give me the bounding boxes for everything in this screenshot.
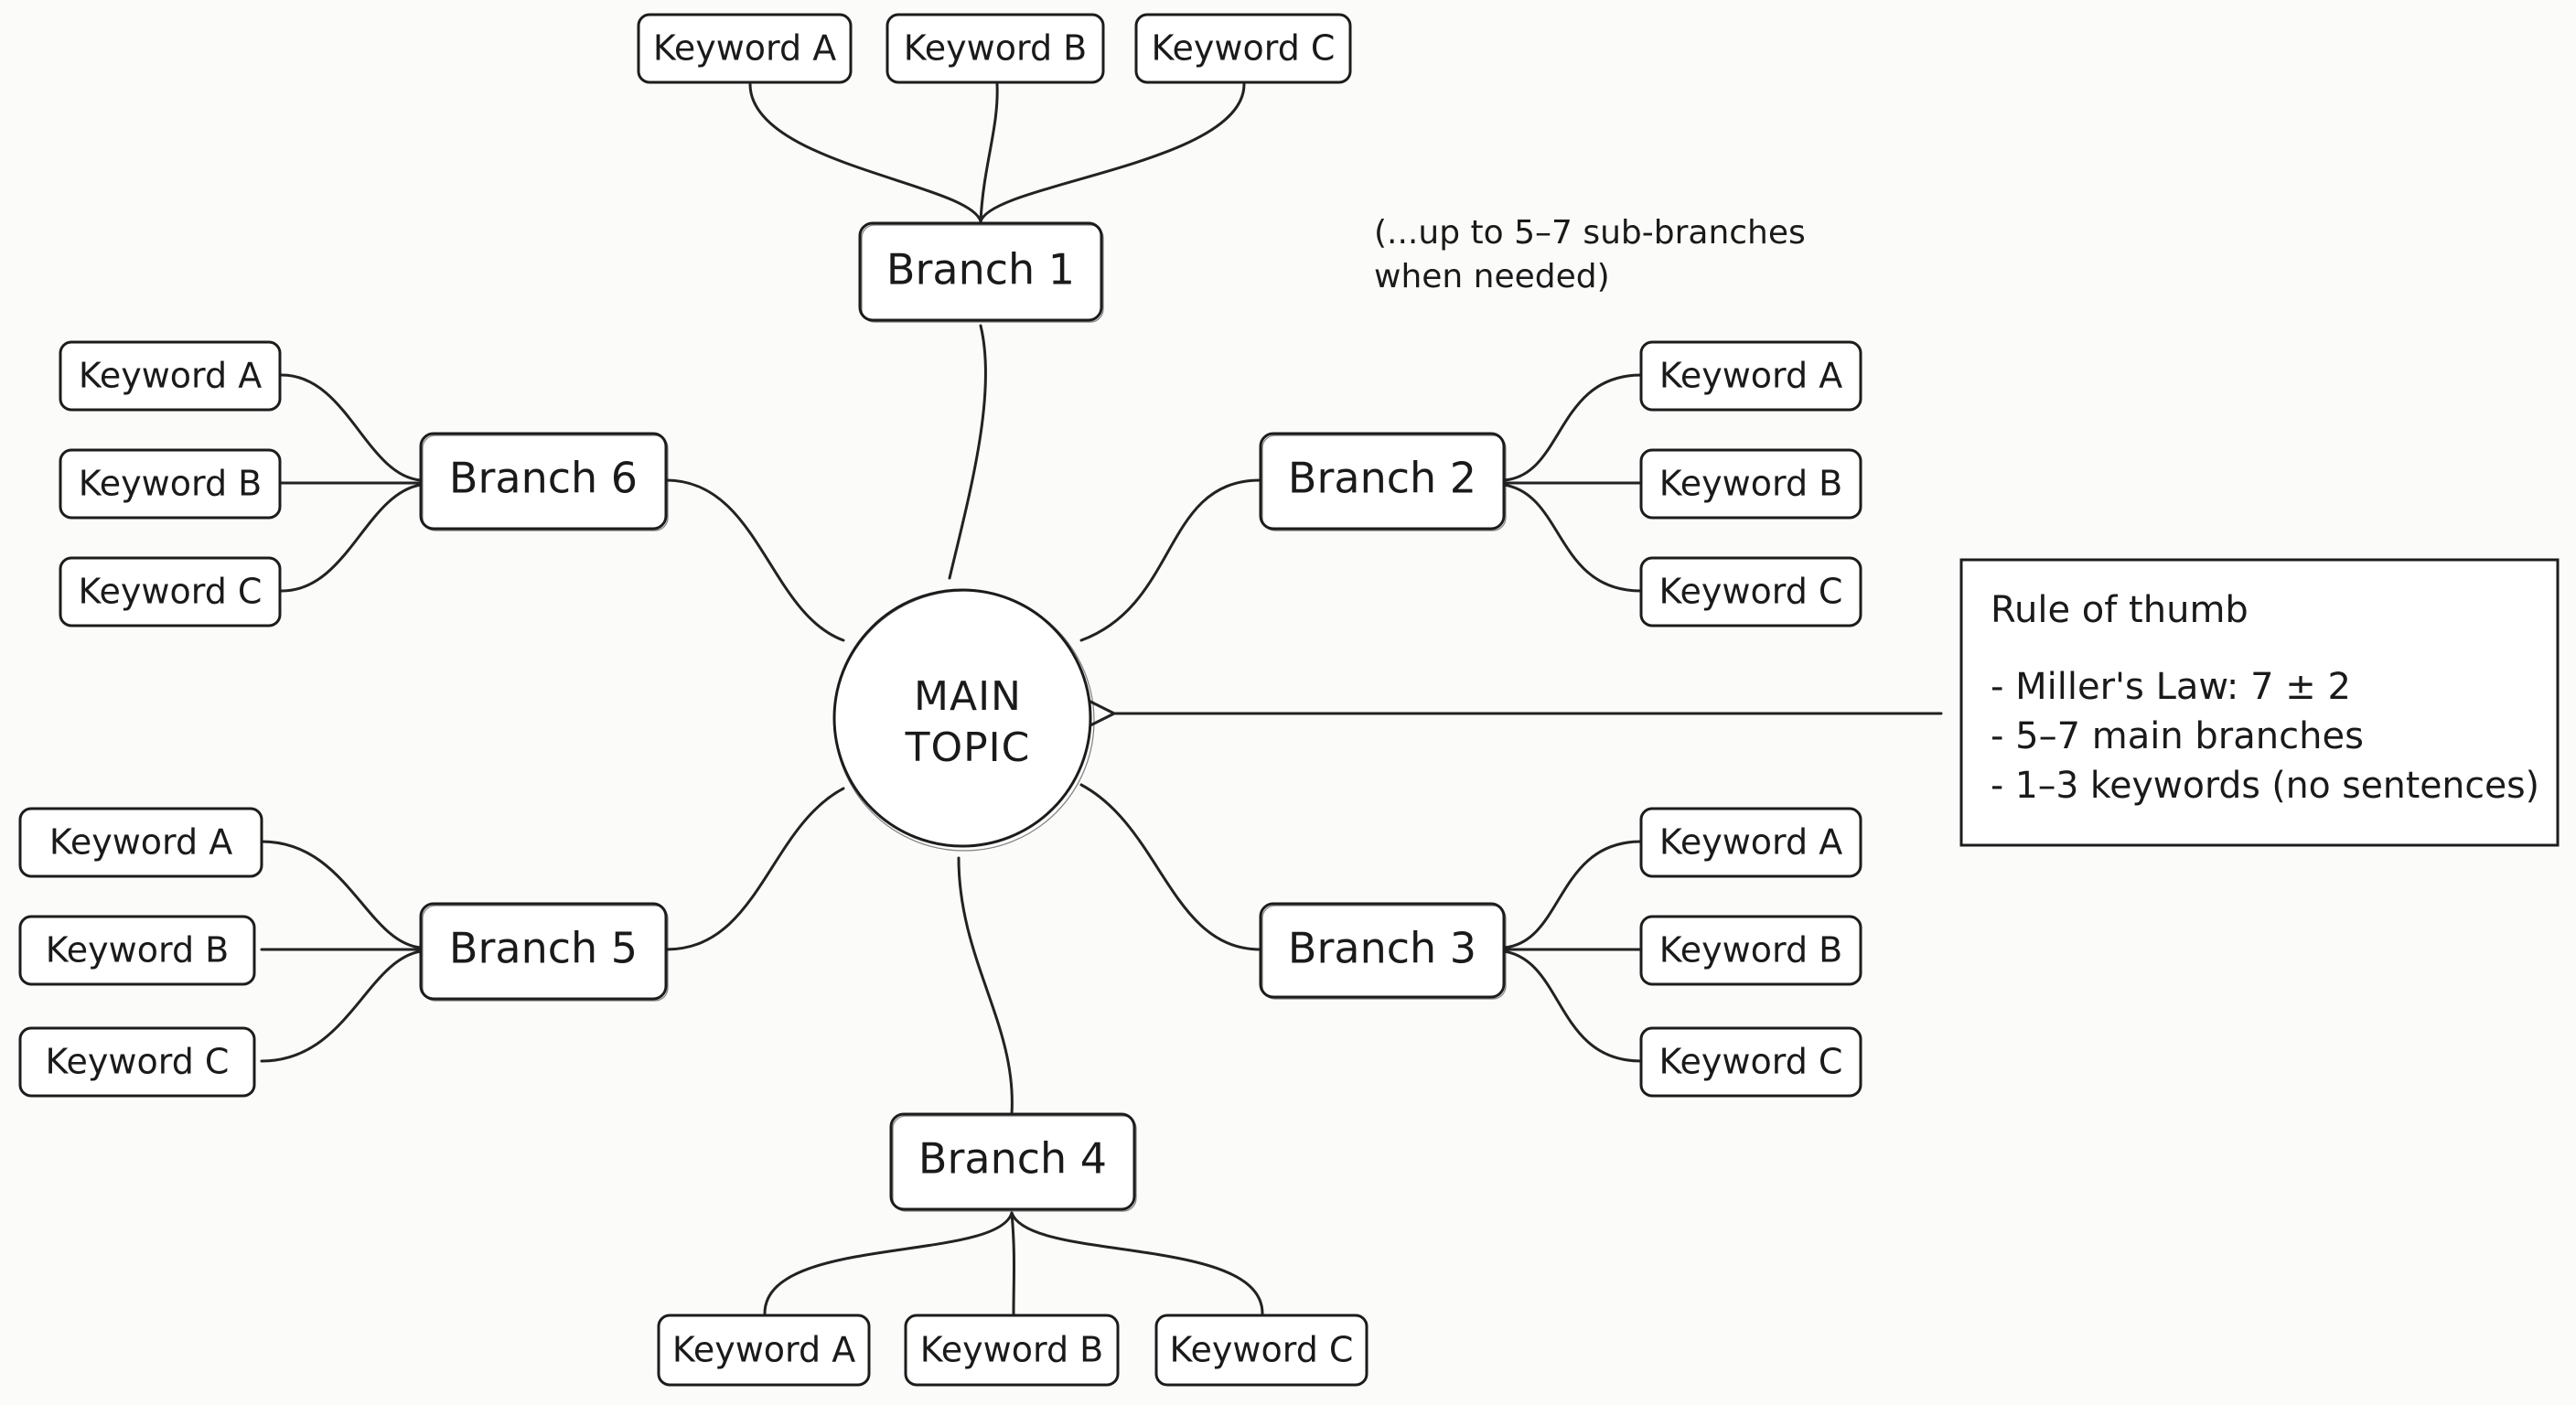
note-line-1: (...up to 5–7 sub-branches bbox=[1374, 214, 1806, 252]
rule-item-3: - 1–3 keywords (no sentences) bbox=[1991, 765, 2539, 807]
b6-keyword-b: Keyword B bbox=[59, 448, 282, 520]
edge-main-branch-6 bbox=[664, 478, 845, 642]
branch-6-node: Branch 6 bbox=[419, 432, 669, 531]
edge-main-branch-1 bbox=[948, 324, 987, 580]
svg-text:Keyword C: Keyword C bbox=[46, 1042, 230, 1082]
sub-branch-note: (...up to 5–7 sub-branches when needed) bbox=[1374, 214, 1806, 295]
svg-text:Keyword A: Keyword A bbox=[49, 822, 232, 863]
branch-4-node: Branch 4 bbox=[889, 1112, 1137, 1212]
svg-text:Keyword B: Keyword B bbox=[1659, 930, 1842, 971]
b1-keyword-b: Keyword B bbox=[886, 13, 1105, 84]
branch-1-label: Branch 1 bbox=[886, 245, 1075, 295]
b5-keyword-c: Keyword C bbox=[18, 1026, 256, 1098]
rule-item-2: - 5–7 main branches bbox=[1991, 715, 2364, 757]
svg-text:Keyword A: Keyword A bbox=[1659, 822, 1842, 863]
svg-text:Keyword C: Keyword C bbox=[1659, 1042, 1843, 1082]
keyword-edges bbox=[260, 82, 1643, 1315]
b4-keyword-a: Keyword A bbox=[657, 1314, 871, 1387]
b4-keyword-b: Keyword B bbox=[904, 1314, 1120, 1387]
main-topic-line-2: TOPIC bbox=[905, 724, 1031, 771]
edge-main-branch-3 bbox=[1079, 783, 1262, 951]
b2-keyword-c: Keyword C bbox=[1639, 556, 1862, 627]
edge-b1-kw-c bbox=[979, 82, 1246, 223]
edge-b5-kw-a bbox=[260, 840, 423, 949]
edge-b4-kw-b bbox=[1010, 1211, 1015, 1315]
edge-b5-kw-c bbox=[260, 949, 423, 1063]
b4-keyword-c: Keyword C bbox=[1154, 1314, 1368, 1387]
branch-3-node: Branch 3 bbox=[1259, 902, 1507, 1000]
b2-keyword-b: Keyword B bbox=[1639, 448, 1862, 520]
branch-5-node: Branch 5 bbox=[419, 902, 669, 1002]
branch-2-node: Branch 2 bbox=[1259, 432, 1507, 531]
b2-keyword-a: Keyword A bbox=[1639, 340, 1862, 412]
svg-text:Keyword C: Keyword C bbox=[79, 572, 263, 612]
svg-text:Keyword C: Keyword C bbox=[1659, 572, 1843, 612]
svg-text:Keyword C: Keyword C bbox=[1170, 1330, 1354, 1370]
edge-b3-kw-a bbox=[1502, 840, 1643, 949]
edge-main-branch-4 bbox=[957, 856, 1014, 1116]
branch-6-label: Branch 6 bbox=[449, 454, 638, 503]
main-topic-node: MAIN TOPIC bbox=[832, 588, 1095, 852]
b6-keyword-c: Keyword C bbox=[59, 556, 282, 627]
b3-keyword-c: Keyword C bbox=[1639, 1026, 1862, 1098]
branch-2-label: Branch 2 bbox=[1288, 454, 1476, 503]
edge-b4-kw-a bbox=[763, 1211, 1014, 1315]
edge-b1-kw-b bbox=[979, 82, 999, 223]
rule-of-thumb-box: Rule of thumb - Miller's Law: 7 ± 2 - 5–… bbox=[1959, 558, 2560, 847]
edge-b2-kw-c bbox=[1502, 483, 1643, 593]
svg-text:Keyword A: Keyword A bbox=[79, 356, 262, 396]
svg-text:Keyword A: Keyword A bbox=[653, 28, 836, 69]
note-line-2: when needed) bbox=[1374, 258, 1610, 295]
b1-keyword-a: Keyword A bbox=[637, 13, 853, 84]
svg-text:Keyword A: Keyword A bbox=[1659, 356, 1842, 396]
svg-text:Keyword A: Keyword A bbox=[672, 1330, 855, 1370]
branch-5-label: Branch 5 bbox=[449, 924, 638, 973]
b3-keyword-b: Keyword B bbox=[1639, 915, 1862, 986]
edge-b6-kw-a bbox=[280, 373, 423, 482]
branch-1-node: Branch 1 bbox=[858, 221, 1104, 323]
b1-keyword-c: Keyword C bbox=[1134, 13, 1352, 84]
edge-b3-kw-c bbox=[1502, 949, 1643, 1063]
edge-b6-kw-c bbox=[280, 483, 423, 593]
edge-main-branch-5 bbox=[664, 787, 845, 951]
svg-text:Keyword B: Keyword B bbox=[920, 1330, 1103, 1370]
rule-item-1: - Miller's Law: 7 ± 2 bbox=[1991, 666, 2351, 708]
b6-keyword-a: Keyword A bbox=[59, 340, 282, 412]
svg-text:Keyword C: Keyword C bbox=[1152, 28, 1336, 69]
branch-3-label: Branch 3 bbox=[1288, 924, 1476, 973]
edge-b4-kw-c bbox=[1010, 1211, 1264, 1315]
main-edges bbox=[664, 324, 1262, 1116]
b5-keyword-a: Keyword A bbox=[18, 807, 263, 878]
branch-4-label: Branch 4 bbox=[918, 1134, 1107, 1184]
b3-keyword-a: Keyword A bbox=[1639, 807, 1862, 878]
edge-main-branch-2 bbox=[1079, 478, 1262, 642]
svg-text:Keyword B: Keyword B bbox=[904, 28, 1087, 69]
b5-keyword-b: Keyword B bbox=[18, 915, 256, 986]
svg-text:Keyword B: Keyword B bbox=[79, 464, 262, 504]
svg-text:Keyword B: Keyword B bbox=[1659, 464, 1842, 504]
edge-b1-kw-a bbox=[748, 82, 982, 223]
edge-b2-kw-a bbox=[1502, 373, 1643, 482]
rule-of-thumb-title: Rule of thumb bbox=[1991, 589, 2249, 631]
main-topic-line-1: MAIN bbox=[914, 673, 1022, 720]
svg-text:Keyword B: Keyword B bbox=[46, 930, 229, 971]
